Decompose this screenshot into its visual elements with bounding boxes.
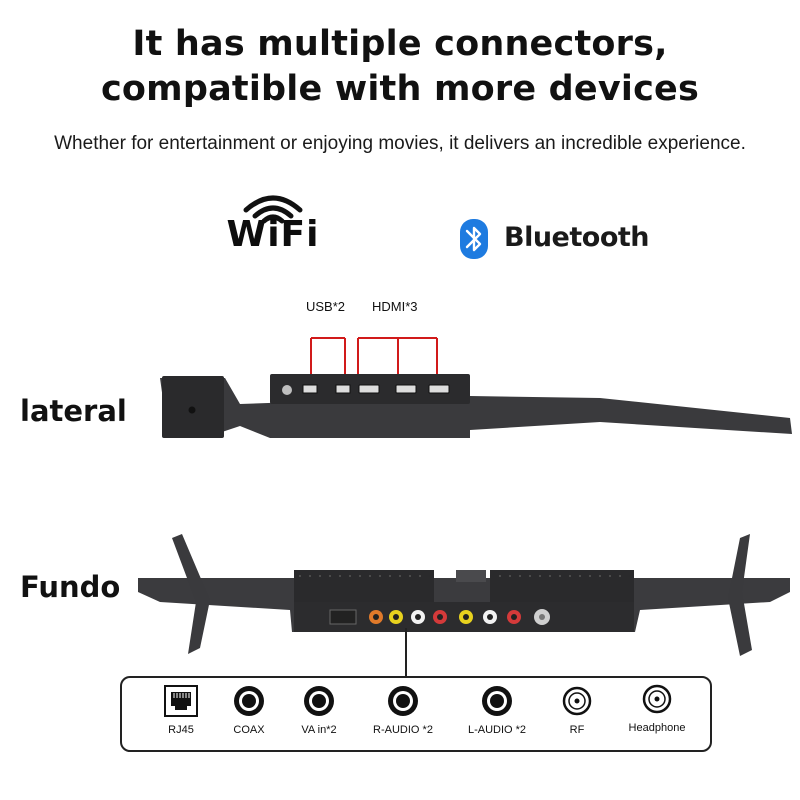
port-callout-lines: [310, 337, 438, 380]
rf-icon: [562, 686, 592, 716]
power-button: [282, 385, 292, 395]
va-in-icon: [304, 686, 334, 716]
hdmi-port-3: [428, 384, 450, 394]
connector-rf: RF: [532, 684, 622, 736]
connector-headphone: Headphone: [612, 684, 702, 734]
speaker-grille-left: [294, 570, 434, 604]
wifi-icon: [243, 195, 303, 224]
stand-foot-left: [172, 534, 210, 654]
stand-foot-right: [728, 534, 752, 656]
rj45-icon: [164, 685, 198, 717]
connector-coax: COAX: [204, 684, 294, 736]
tv-side-panel: [160, 378, 792, 438]
rca-jacks: [369, 609, 550, 625]
connector-legend: RJ45 COAX VA in*2 R-AUDIO *2 L-AUDIO *2 …: [120, 676, 712, 752]
coax-icon: [234, 686, 264, 716]
title-line-1: It has multiple connectors,: [132, 24, 668, 64]
headphone-icon: [642, 684, 672, 714]
side-view-label: lateral: [20, 394, 127, 428]
speaker-grille-right: [490, 570, 634, 604]
hdmi-port-label: HDMI*3: [372, 299, 418, 314]
page-title: It has multiple connectors, compatible w…: [0, 22, 800, 112]
connector-va-in: VA in*2: [274, 684, 364, 736]
connector-label-va-in: VA in*2: [301, 724, 337, 736]
connector-r-audio: R-AUDIO *2: [358, 684, 448, 736]
connector-label-coax: COAX: [233, 724, 265, 736]
r-audio-icon: [388, 686, 418, 716]
connector-label-r-audio: R-AUDIO *2: [373, 724, 433, 736]
tv-bottom-view: [138, 534, 790, 678]
subtitle: Whether for entertainment or enjoying mo…: [54, 133, 746, 154]
wifi-label: WiFi: [226, 214, 320, 255]
hdmi-port-1: [358, 384, 380, 394]
bluetooth-label: Bluetooth: [504, 222, 650, 253]
rj45-port: [329, 609, 357, 625]
connector-label-rj45: RJ45: [168, 724, 194, 736]
connector-label-l-audio: L-AUDIO *2: [467, 724, 527, 736]
tv-side-view: [160, 337, 792, 438]
connector-label-rf: RF: [569, 724, 585, 736]
connector-label-headphone: Headphone: [628, 722, 686, 734]
hdmi-port-2: [395, 384, 417, 394]
bluetooth-icon: [460, 219, 488, 259]
connector-rj45: RJ45: [136, 684, 226, 736]
l-audio-icon: [482, 686, 512, 716]
bottom-view-label: Fundo: [20, 570, 121, 604]
title-line-2: compatible with more devices: [100, 69, 700, 109]
usb-port-1: [302, 384, 318, 394]
usb-port-label: USB*2: [306, 299, 346, 314]
connector-l-audio: L-AUDIO *2: [452, 684, 542, 736]
wifi-feature: WiFi: [218, 190, 328, 262]
usb-port-2: [335, 384, 351, 394]
